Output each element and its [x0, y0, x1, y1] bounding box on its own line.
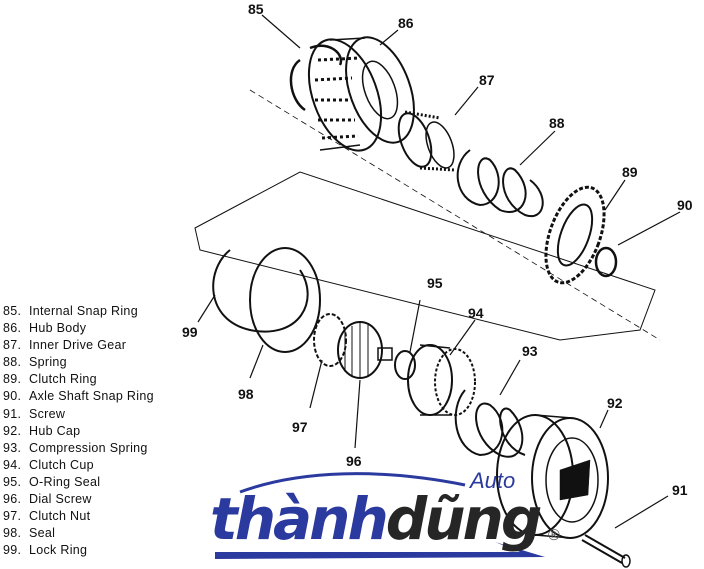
legend-number: 94. — [3, 457, 22, 472]
part-90-axle-shaft-snap-ring — [594, 246, 618, 278]
legend-name: Clutch Cup — [29, 457, 94, 472]
legend-number: 96. — [3, 492, 22, 507]
legend-number: 87. — [3, 338, 22, 353]
legend-number: 89. — [3, 372, 22, 387]
legend-item: 98. Seal — [3, 525, 154, 542]
callout-92: 92 — [607, 395, 623, 411]
part-91-screw — [581, 534, 631, 568]
part-85-internal-snap-ring — [289, 44, 343, 112]
legend-number: 88. — [3, 355, 22, 370]
registered-mark: ® — [548, 527, 560, 544]
leader-lines — [197, 14, 681, 529]
part-94-clutch-cup — [407, 344, 476, 416]
watermark-part1: thành — [210, 485, 389, 553]
axle-plane-outline — [194, 171, 656, 341]
legend-name: Screw — [29, 406, 66, 421]
legend-number: 95. — [3, 474, 22, 489]
legend-name: Spring — [29, 355, 67, 370]
legend-name: Hub Body — [29, 321, 87, 336]
watermark-logo: thànhdũng — [210, 490, 542, 548]
legend-item: 90. Axle Shaft Snap Ring — [3, 388, 154, 405]
callout-85: 85 — [248, 1, 264, 17]
part-98-seal — [249, 247, 321, 353]
legend-name: Clutch Nut — [29, 509, 91, 524]
callout-87: 87 — [479, 72, 495, 88]
callout-99: 99 — [182, 324, 198, 340]
callout-93: 93 — [522, 343, 538, 359]
legend-name: Hub Cap — [29, 423, 81, 438]
legend-item: 85. Internal Snap Ring — [3, 303, 154, 320]
legend-name: Internal Snap Ring — [29, 304, 138, 318]
part-87-inner-drive-gear — [397, 110, 456, 172]
part-93-compression-spring — [454, 389, 526, 458]
legend-item: 99. Lock Ring — [3, 542, 154, 559]
legend-name: Lock Ring — [29, 543, 88, 558]
part-95-o-ring-seal — [394, 350, 416, 380]
legend-number: 86. — [3, 321, 22, 336]
legend-item: 97. Clutch Nut — [3, 508, 154, 525]
callout-91: 91 — [672, 482, 688, 498]
legend-number: 99. — [3, 543, 22, 558]
callout-96: 96 — [346, 453, 362, 469]
legend-number: 93. — [3, 440, 22, 455]
watermark-part2: dũng — [385, 485, 543, 553]
legend-number: 91. — [3, 406, 22, 421]
legend-item: 89. Clutch Ring — [3, 371, 154, 388]
legend-item: 96. Dial Screw — [3, 491, 154, 508]
part-96-dial-screw — [337, 321, 393, 379]
callout-90: 90 — [677, 197, 693, 213]
legend-name: Inner Drive Gear — [29, 338, 127, 353]
legend-item: 94. Clutch Cup — [3, 457, 154, 474]
watermark-auto: Auto — [470, 468, 516, 493]
legend-number: 85. — [3, 304, 22, 318]
legend-number: 92. — [3, 423, 22, 438]
callout-88: 88 — [549, 115, 565, 131]
parts-legend: 85. Internal Snap Ring 86. Hub Body 87. Inn… — [3, 303, 154, 559]
part-89-clutch-ring — [544, 185, 606, 285]
legend-item: 91. Screw — [3, 406, 154, 423]
legend-name: Seal — [29, 526, 56, 541]
legend-item: 92. Hub Cap — [3, 423, 154, 440]
part-99-lock-ring — [212, 249, 309, 333]
axis-line — [249, 89, 661, 341]
legend-number: 90. — [3, 389, 22, 404]
legend-name: Axle Shaft Snap Ring — [29, 389, 154, 404]
legend-name: Dial Screw — [29, 492, 92, 507]
legend-name: Clutch Ring — [29, 372, 97, 387]
legend-item: 88. Spring — [3, 354, 154, 371]
legend-item: 86. Hub Body — [3, 320, 154, 337]
legend-name: Compression Spring — [29, 440, 148, 455]
callout-94: 94 — [468, 305, 484, 321]
part-88-spring — [456, 149, 544, 218]
callout-86: 86 — [398, 15, 414, 31]
part-86-hub-body — [307, 36, 415, 152]
part-97-clutch-nut — [313, 313, 347, 367]
part-92-hub-cap — [496, 414, 609, 539]
legend-item: 93. Compression Spring — [3, 440, 154, 457]
callout-95: 95 — [427, 275, 443, 291]
legend-item: 95. O-Ring Seal — [3, 474, 154, 491]
legend-number: 97. — [3, 509, 22, 524]
legend-item: 87. Inner Drive Gear — [3, 337, 154, 354]
legend-name: O-Ring Seal — [29, 474, 101, 489]
callout-97: 97 — [292, 419, 308, 435]
legend-number: 98. — [3, 526, 22, 541]
callout-89: 89 — [622, 164, 638, 180]
callout-98: 98 — [238, 386, 254, 402]
